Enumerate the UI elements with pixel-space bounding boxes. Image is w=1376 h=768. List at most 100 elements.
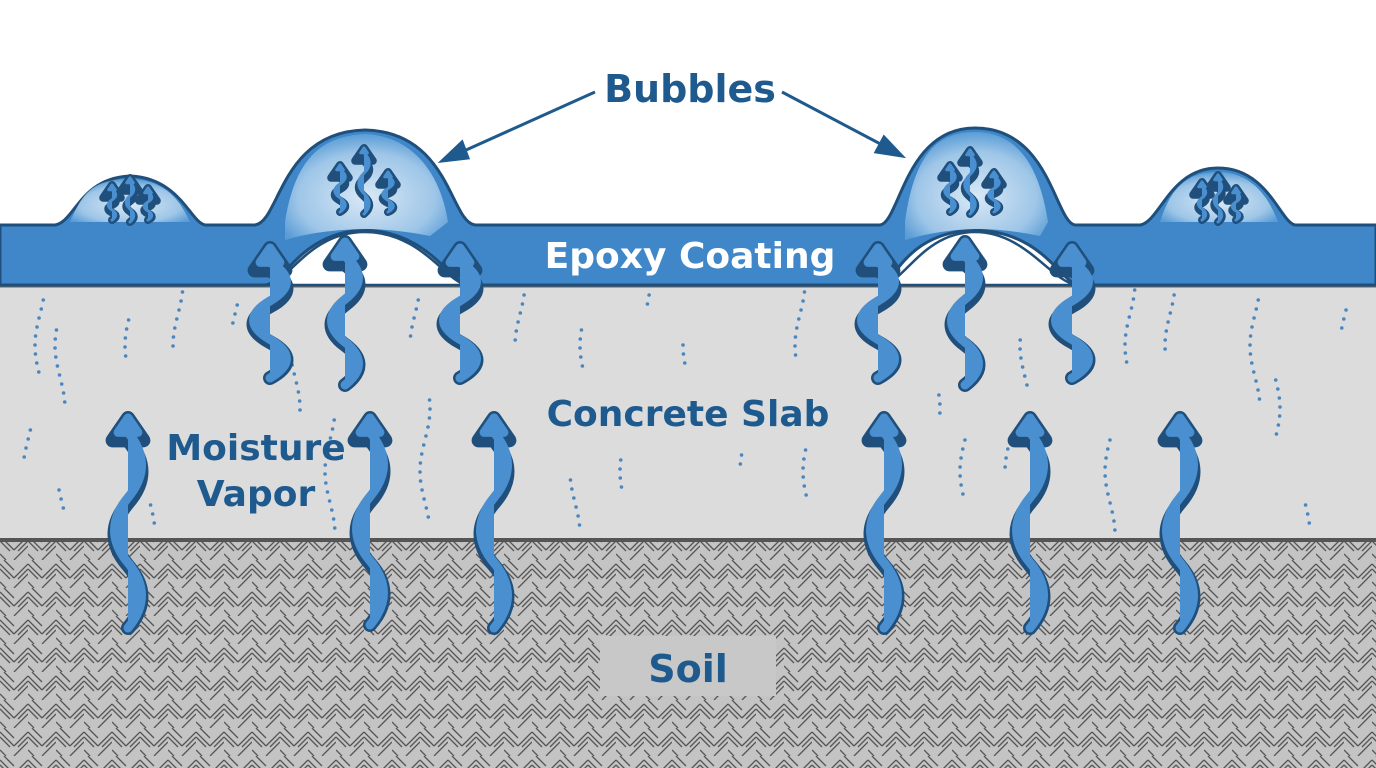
pore-dot <box>568 478 573 482</box>
pore-dot <box>682 361 687 365</box>
pore-dot <box>1022 374 1027 378</box>
pore-dot <box>59 382 64 386</box>
pore-dot <box>793 344 797 348</box>
pore-dot <box>1277 414 1282 418</box>
moisture-arrow-icon <box>1012 413 1048 633</box>
moisture-arrow-icon <box>357 146 371 216</box>
pore-dot <box>327 499 332 503</box>
pore-dot <box>1168 311 1173 315</box>
pore-dot <box>1277 396 1282 400</box>
pore-dot <box>1248 352 1253 356</box>
moisture-arrow <box>1196 180 1208 222</box>
pore-dot <box>1303 503 1308 507</box>
pore-dot <box>959 483 963 487</box>
pore-dot <box>1252 316 1256 320</box>
pore-dot <box>938 402 942 406</box>
pore-dot <box>647 293 651 297</box>
pore-dot <box>1254 307 1259 311</box>
moisture-arrow-icon <box>1230 186 1242 222</box>
pore-dot <box>1110 510 1115 514</box>
pore-dot <box>938 411 942 415</box>
concrete-pores <box>22 288 1348 532</box>
pore-dot <box>1104 483 1108 487</box>
pore-dot <box>578 337 583 341</box>
pore-dot <box>1172 293 1176 297</box>
moisture-arrow-icon <box>1051 243 1093 383</box>
pore-dot <box>408 334 413 338</box>
soil-label: Soil <box>648 647 728 691</box>
moisture-arrow <box>124 176 136 224</box>
moisture-arrow-icon <box>327 237 363 390</box>
bubble-pointer-arrows <box>437 90 907 164</box>
pore-dot <box>1125 324 1130 328</box>
moisture-vapor-label-line1: Moisture <box>166 428 345 469</box>
pore-dot <box>235 303 240 307</box>
moisture-arrow <box>963 148 977 216</box>
vapor-arrows-in-bubbles <box>99 144 1249 226</box>
pore-dot <box>1124 360 1129 364</box>
pore-dot <box>795 326 799 330</box>
pore-dot <box>148 503 153 507</box>
moisture-arrow <box>476 413 512 633</box>
moisture-arrow-icon <box>947 237 983 390</box>
pore-dot <box>1251 370 1256 374</box>
pore-dot <box>1018 338 1022 342</box>
pore-dot <box>580 364 585 368</box>
pore-dot <box>324 481 328 485</box>
pore-dot <box>576 514 580 518</box>
pore-dot <box>26 437 31 441</box>
pore-dot <box>801 475 806 479</box>
pore-dot <box>424 506 429 510</box>
pore-dot <box>1104 456 1108 460</box>
pore-dot <box>645 302 650 306</box>
moisture-arrow <box>1212 173 1224 224</box>
pore-dot <box>28 428 33 432</box>
pore-dot <box>1004 456 1008 460</box>
pore-dot <box>1256 298 1261 302</box>
moisture-arrow <box>357 146 371 216</box>
concrete-slab <box>0 285 1376 540</box>
pointer-arrowhead-left <box>437 139 471 164</box>
pore-dot <box>324 454 329 458</box>
pore-dot <box>1163 347 1167 351</box>
pore-dot <box>1106 492 1110 496</box>
pore-dot <box>177 308 181 312</box>
pore-dot <box>323 463 328 467</box>
pore-dot <box>24 446 28 450</box>
pore-dot <box>1131 297 1136 301</box>
pore-dot <box>57 488 61 492</box>
pore-dot <box>1005 447 1010 451</box>
pore-dot <box>34 361 39 365</box>
pore-dot <box>1250 325 1254 329</box>
pore-dot <box>522 293 526 297</box>
pore-dot <box>1257 397 1262 401</box>
moisture-arrow-icon <box>110 413 146 633</box>
pore-dot <box>681 352 686 356</box>
pore-dot <box>1123 351 1128 355</box>
pore-dot <box>428 407 432 411</box>
pore-dot <box>123 336 128 340</box>
pore-dot <box>797 317 801 321</box>
pore-dot <box>55 364 60 368</box>
pore-dot <box>1003 465 1007 469</box>
moisture-arrow <box>987 170 1001 214</box>
moisture-arrow-icon <box>476 413 512 633</box>
pore-dot <box>570 487 574 491</box>
pore-dot <box>793 353 798 357</box>
moisture-arrow <box>1230 186 1242 222</box>
pore-dot <box>427 398 432 402</box>
pore-dot <box>801 299 805 303</box>
pore-dot <box>1103 465 1107 469</box>
pore-dot <box>54 328 59 332</box>
moisture-arrow-icon <box>1212 173 1224 224</box>
pore-dot <box>414 307 419 311</box>
pore-dot <box>332 418 336 422</box>
concrete-slab-label: Concrete Slab <box>547 394 830 435</box>
pore-dot <box>802 484 807 488</box>
pore-dot <box>1108 501 1112 505</box>
pore-dot <box>1342 317 1346 321</box>
moisture-arrow-icon <box>987 170 1001 214</box>
pore-dot <box>958 474 962 478</box>
pore-dot <box>59 497 63 501</box>
pore-dot <box>33 334 38 338</box>
